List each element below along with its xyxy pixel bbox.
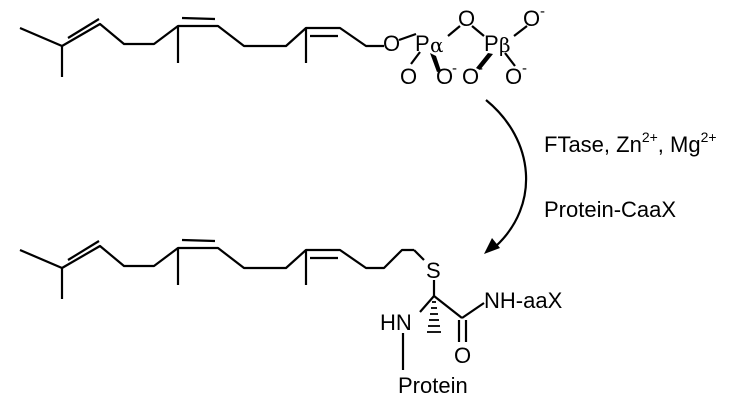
fpp-o-beta-right: O	[505, 64, 522, 89]
product-calpha-co-bond	[433, 295, 463, 319]
condition-enzyme: FTase, Zn	[544, 132, 642, 157]
product-carbonyl-oxygen: O	[454, 343, 471, 368]
fpp-o-beta-top: O	[523, 6, 540, 31]
fpp-o-ester: O	[383, 31, 400, 56]
farnesyl-diphosphate: O P α O P β O - O O - O - O -	[19, 3, 545, 89]
fpp-o-bridge: O	[458, 6, 475, 31]
fpp-farnesyl-chain	[19, 22, 384, 48]
fpp-o-beta-top-charge: -	[540, 3, 545, 20]
product-double-bond-2	[181, 238, 216, 243]
fpp-o-beta-left-charge: -	[478, 60, 483, 77]
fpp-palpha-o-bond	[410, 51, 421, 65]
fpp-p-alpha: P	[415, 31, 430, 56]
product-amide: NH-aaX	[484, 288, 563, 313]
fpp-o-alpha-bottom: O	[400, 64, 417, 89]
arrow-head-icon	[484, 238, 500, 254]
fpp-beta-symbol: β	[499, 33, 511, 57]
fpp-palpha-wedge	[430, 53, 441, 72]
product-calpha-nh-bond	[419, 295, 435, 313]
fpp-double-bond-2	[181, 16, 216, 21]
farnesylated-protein: S HN NH-aaX O Protein	[19, 238, 563, 398]
fpp-palpha-bridge-bond	[447, 25, 461, 37]
reaction-arrow	[484, 99, 528, 254]
fpp-o-beta-right-charge: -	[522, 60, 527, 77]
product-amine: HN	[380, 310, 412, 335]
fpp-p-beta: P	[484, 31, 499, 56]
fpp-double-bond-1	[67, 18, 100, 39]
reaction-conditions-catalysts: FTase, Zn2+, Mg2+	[544, 129, 717, 157]
product-co-nh-bond	[461, 302, 485, 319]
fpp-pbeta-o-bond	[504, 52, 516, 67]
product-farnesyl-chain	[19, 244, 414, 270]
curved-arrow	[485, 99, 528, 247]
fpp-bridge-pbeta-bond	[471, 25, 485, 37]
fpp-o-p-bond	[398, 32, 417, 42]
fpp-alpha-symbol: α	[430, 33, 444, 57]
product-double-bond-1	[67, 240, 100, 261]
fpp-o-alpha-minus-charge: -	[452, 60, 457, 77]
product-ch2-s-bond	[413, 249, 425, 261]
product-protein: Protein	[398, 373, 468, 398]
fpp-o-alpha-minus: O	[436, 64, 453, 89]
product-sulfur: S	[426, 258, 441, 283]
fpp-pbeta-wedge	[476, 53, 493, 70]
condition-zn-charge: 2+	[642, 129, 658, 145]
fpp-o-beta-left: O	[462, 64, 479, 89]
product-hashed-methyl	[427, 301, 441, 333]
reaction-conditions-substrate: Protein-CaaX	[544, 197, 676, 222]
condition-mg-charge: 2+	[701, 129, 717, 145]
fpp-pbeta-o-top-bond	[513, 25, 528, 37]
condition-separator: , Mg	[658, 132, 701, 157]
